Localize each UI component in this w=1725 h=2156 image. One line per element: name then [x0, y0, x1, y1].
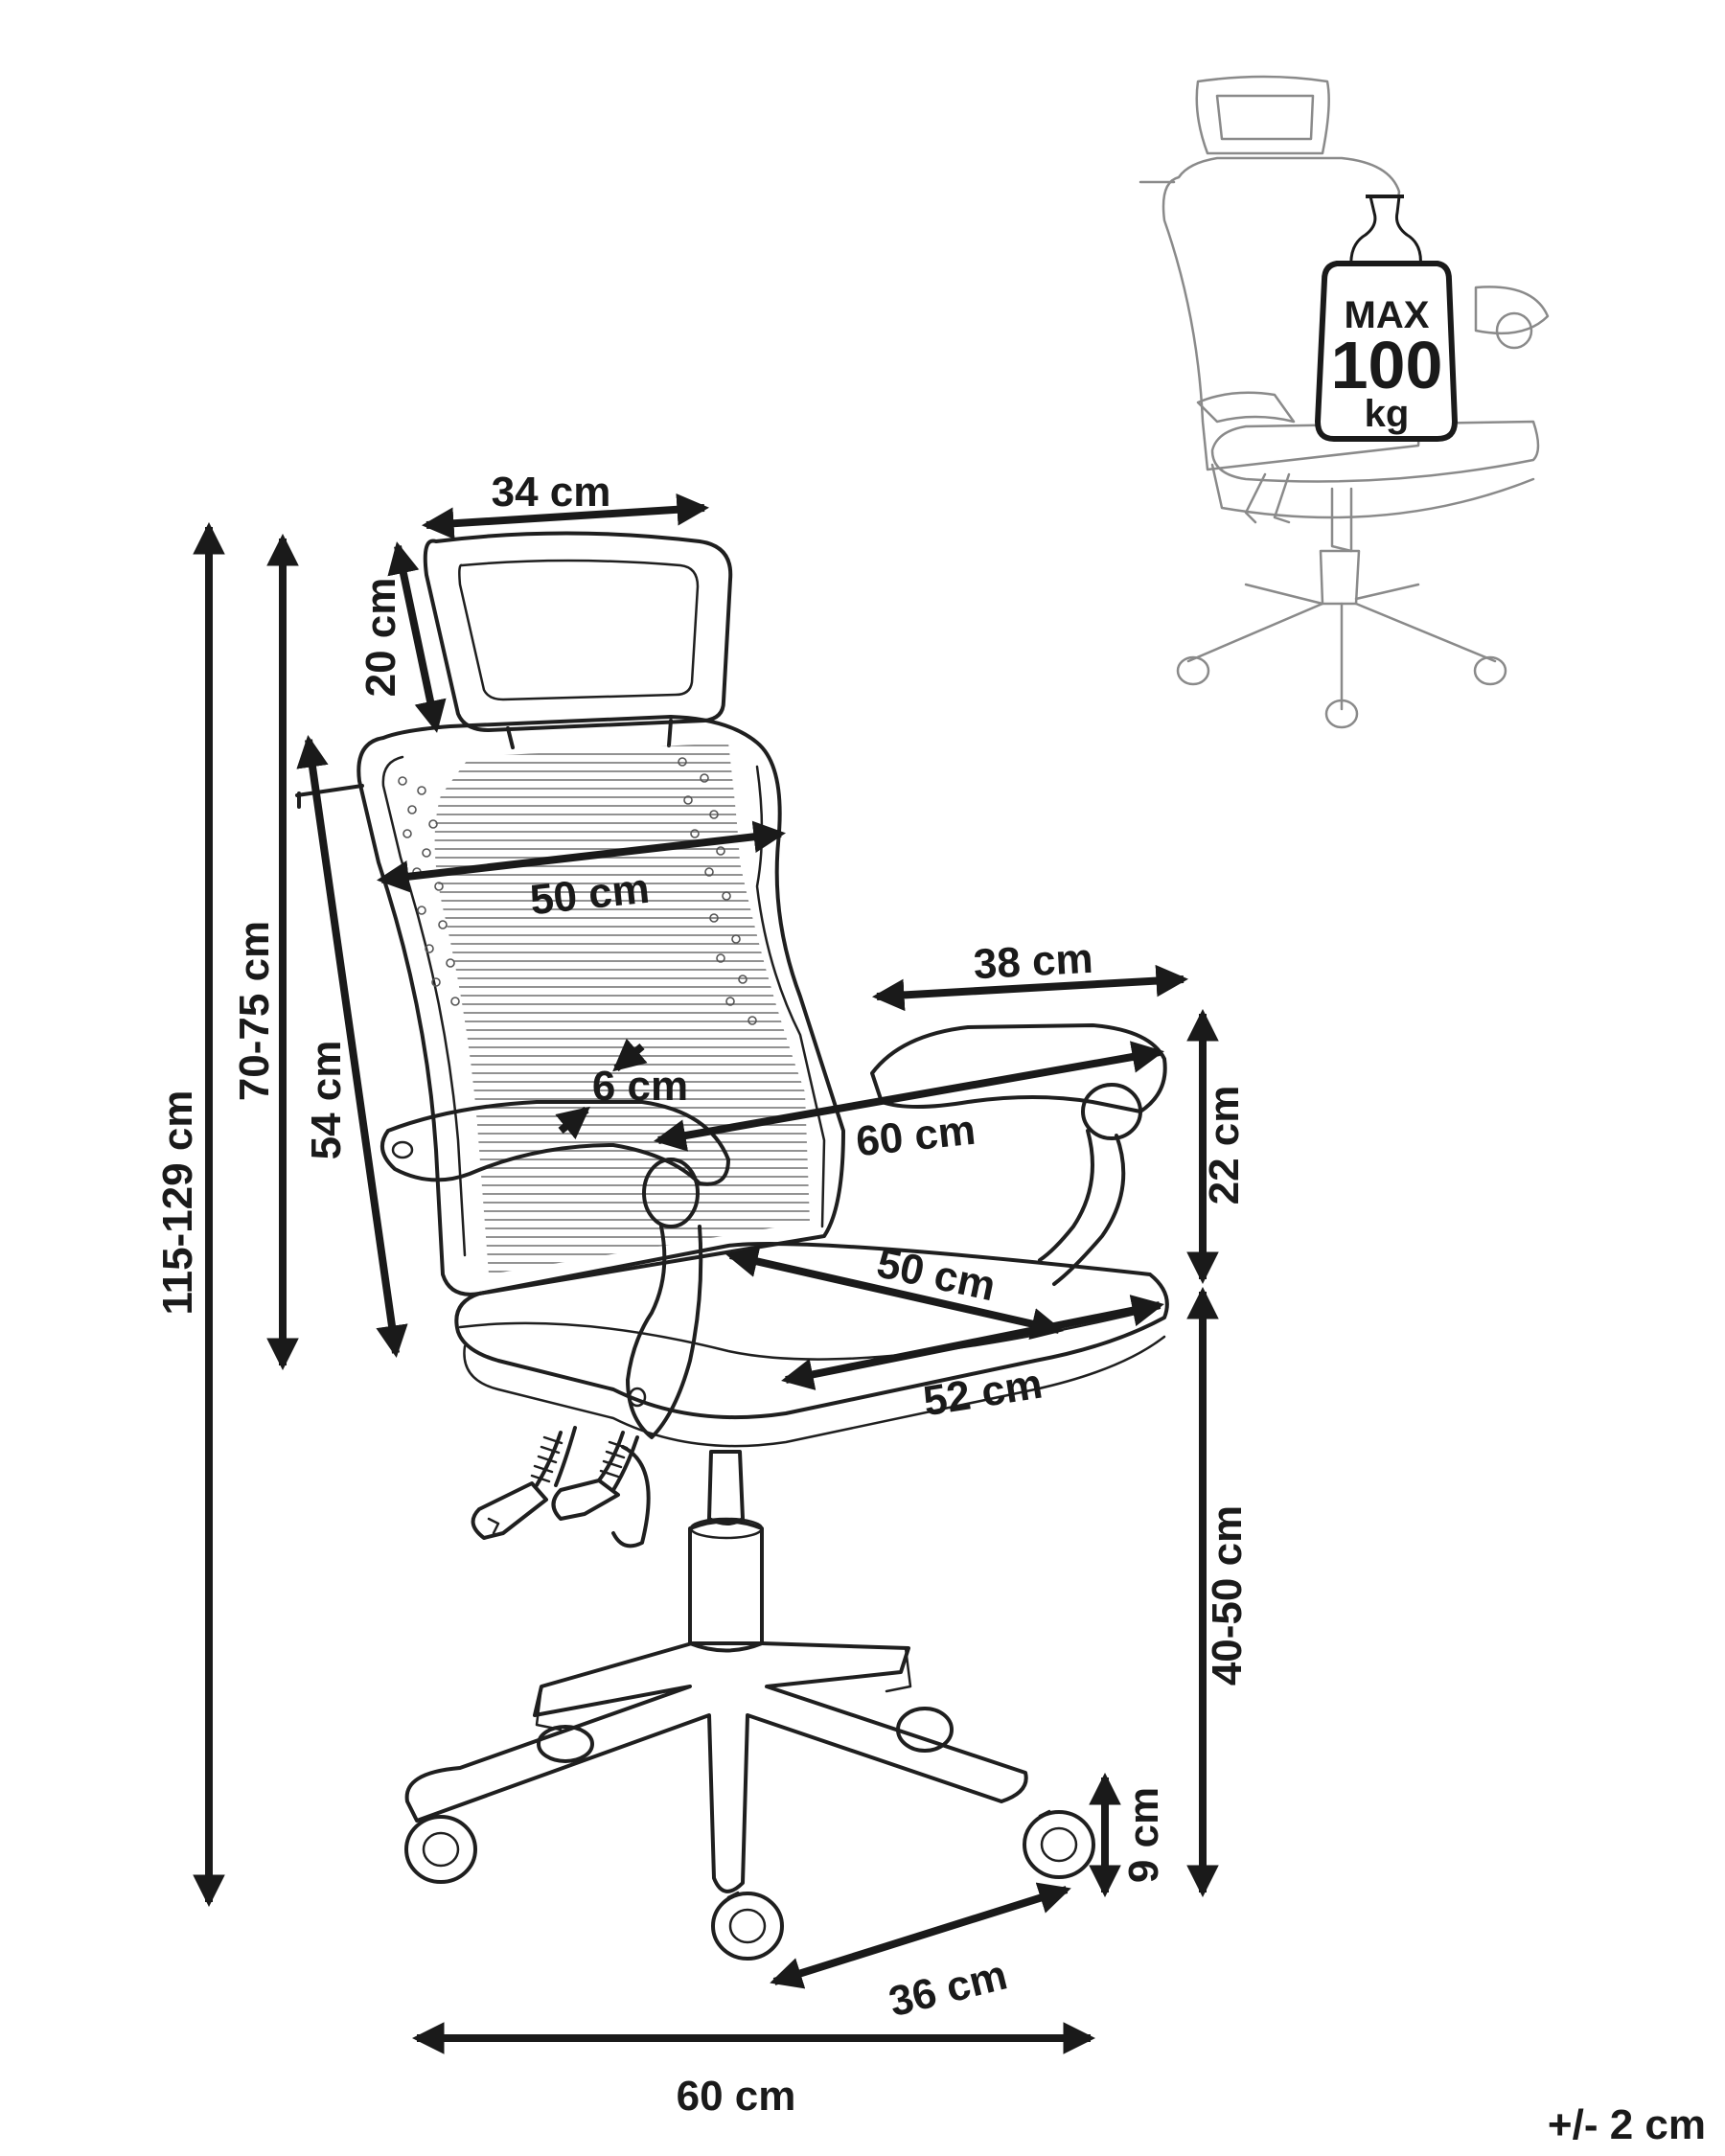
dim-line-headrest-width — [421, 493, 710, 539]
label-base-leg: 36 cm — [885, 1951, 1012, 2026]
dim-line-backrest-width — [376, 820, 787, 893]
dim-line-headrest-height — [387, 541, 447, 733]
dim-line-seat-width — [781, 1295, 1164, 1390]
label-armrest-width: 6 cm — [592, 1063, 688, 1110]
dim-line-seat-width-arms — [654, 1041, 1164, 1152]
dimension-labels: 34 cm 20 cm 115-129 cm 70-75 cm 54 cm 50… — [154, 469, 1706, 2148]
label-seat-width-arms: 60 cm — [854, 1107, 978, 1166]
label-headrest-width: 34 cm — [492, 469, 611, 516]
adjustment-levers — [471, 1426, 651, 1548]
label-base-width: 60 cm — [677, 2073, 796, 2120]
label-armrest-height: 22 cm — [1201, 1086, 1248, 1205]
label-tolerance: +/- 2 cm — [1548, 2101, 1706, 2148]
label-armrest-length: 38 cm — [973, 935, 1094, 988]
weight-limit-unit: kg — [1365, 393, 1410, 435]
headrest — [423, 531, 733, 749]
inset-chair-drawing: MAX 100 kg — [1138, 75, 1550, 729]
weight-limit-max: MAX — [1345, 294, 1430, 336]
dimension-lines — [193, 493, 1219, 2054]
gas-lift — [688, 1450, 764, 1653]
weight-limit-value: 100 — [1331, 328, 1443, 402]
label-backrest-length: 54 cm — [303, 1041, 350, 1160]
label-headrest-height: 20 cm — [357, 578, 404, 698]
dim-line-armrest-length — [871, 964, 1189, 1012]
label-seat-height: 40-50 cm — [1204, 1505, 1251, 1686]
label-seat-width: 52 cm — [920, 1360, 1046, 1425]
label-total-height: 115-129 cm — [154, 1090, 201, 1316]
main-chair-drawing — [295, 531, 1169, 1961]
star-base — [404, 1641, 1095, 1961]
label-castor-height: 9 cm — [1120, 1787, 1167, 1883]
dim-line-armrest-width-top — [612, 1038, 648, 1072]
weight-limit-badge: MAX 100 kg — [1314, 195, 1459, 442]
backrest — [295, 715, 845, 1296]
dim-line-armrest-width-bottom — [555, 1106, 590, 1140]
dim-line-base-leg — [770, 1882, 1071, 1989]
label-backrest-height: 70-75 cm — [231, 921, 278, 1101]
dim-line-backrest-length — [296, 735, 408, 1358]
left-armrest — [380, 1100, 730, 1439]
